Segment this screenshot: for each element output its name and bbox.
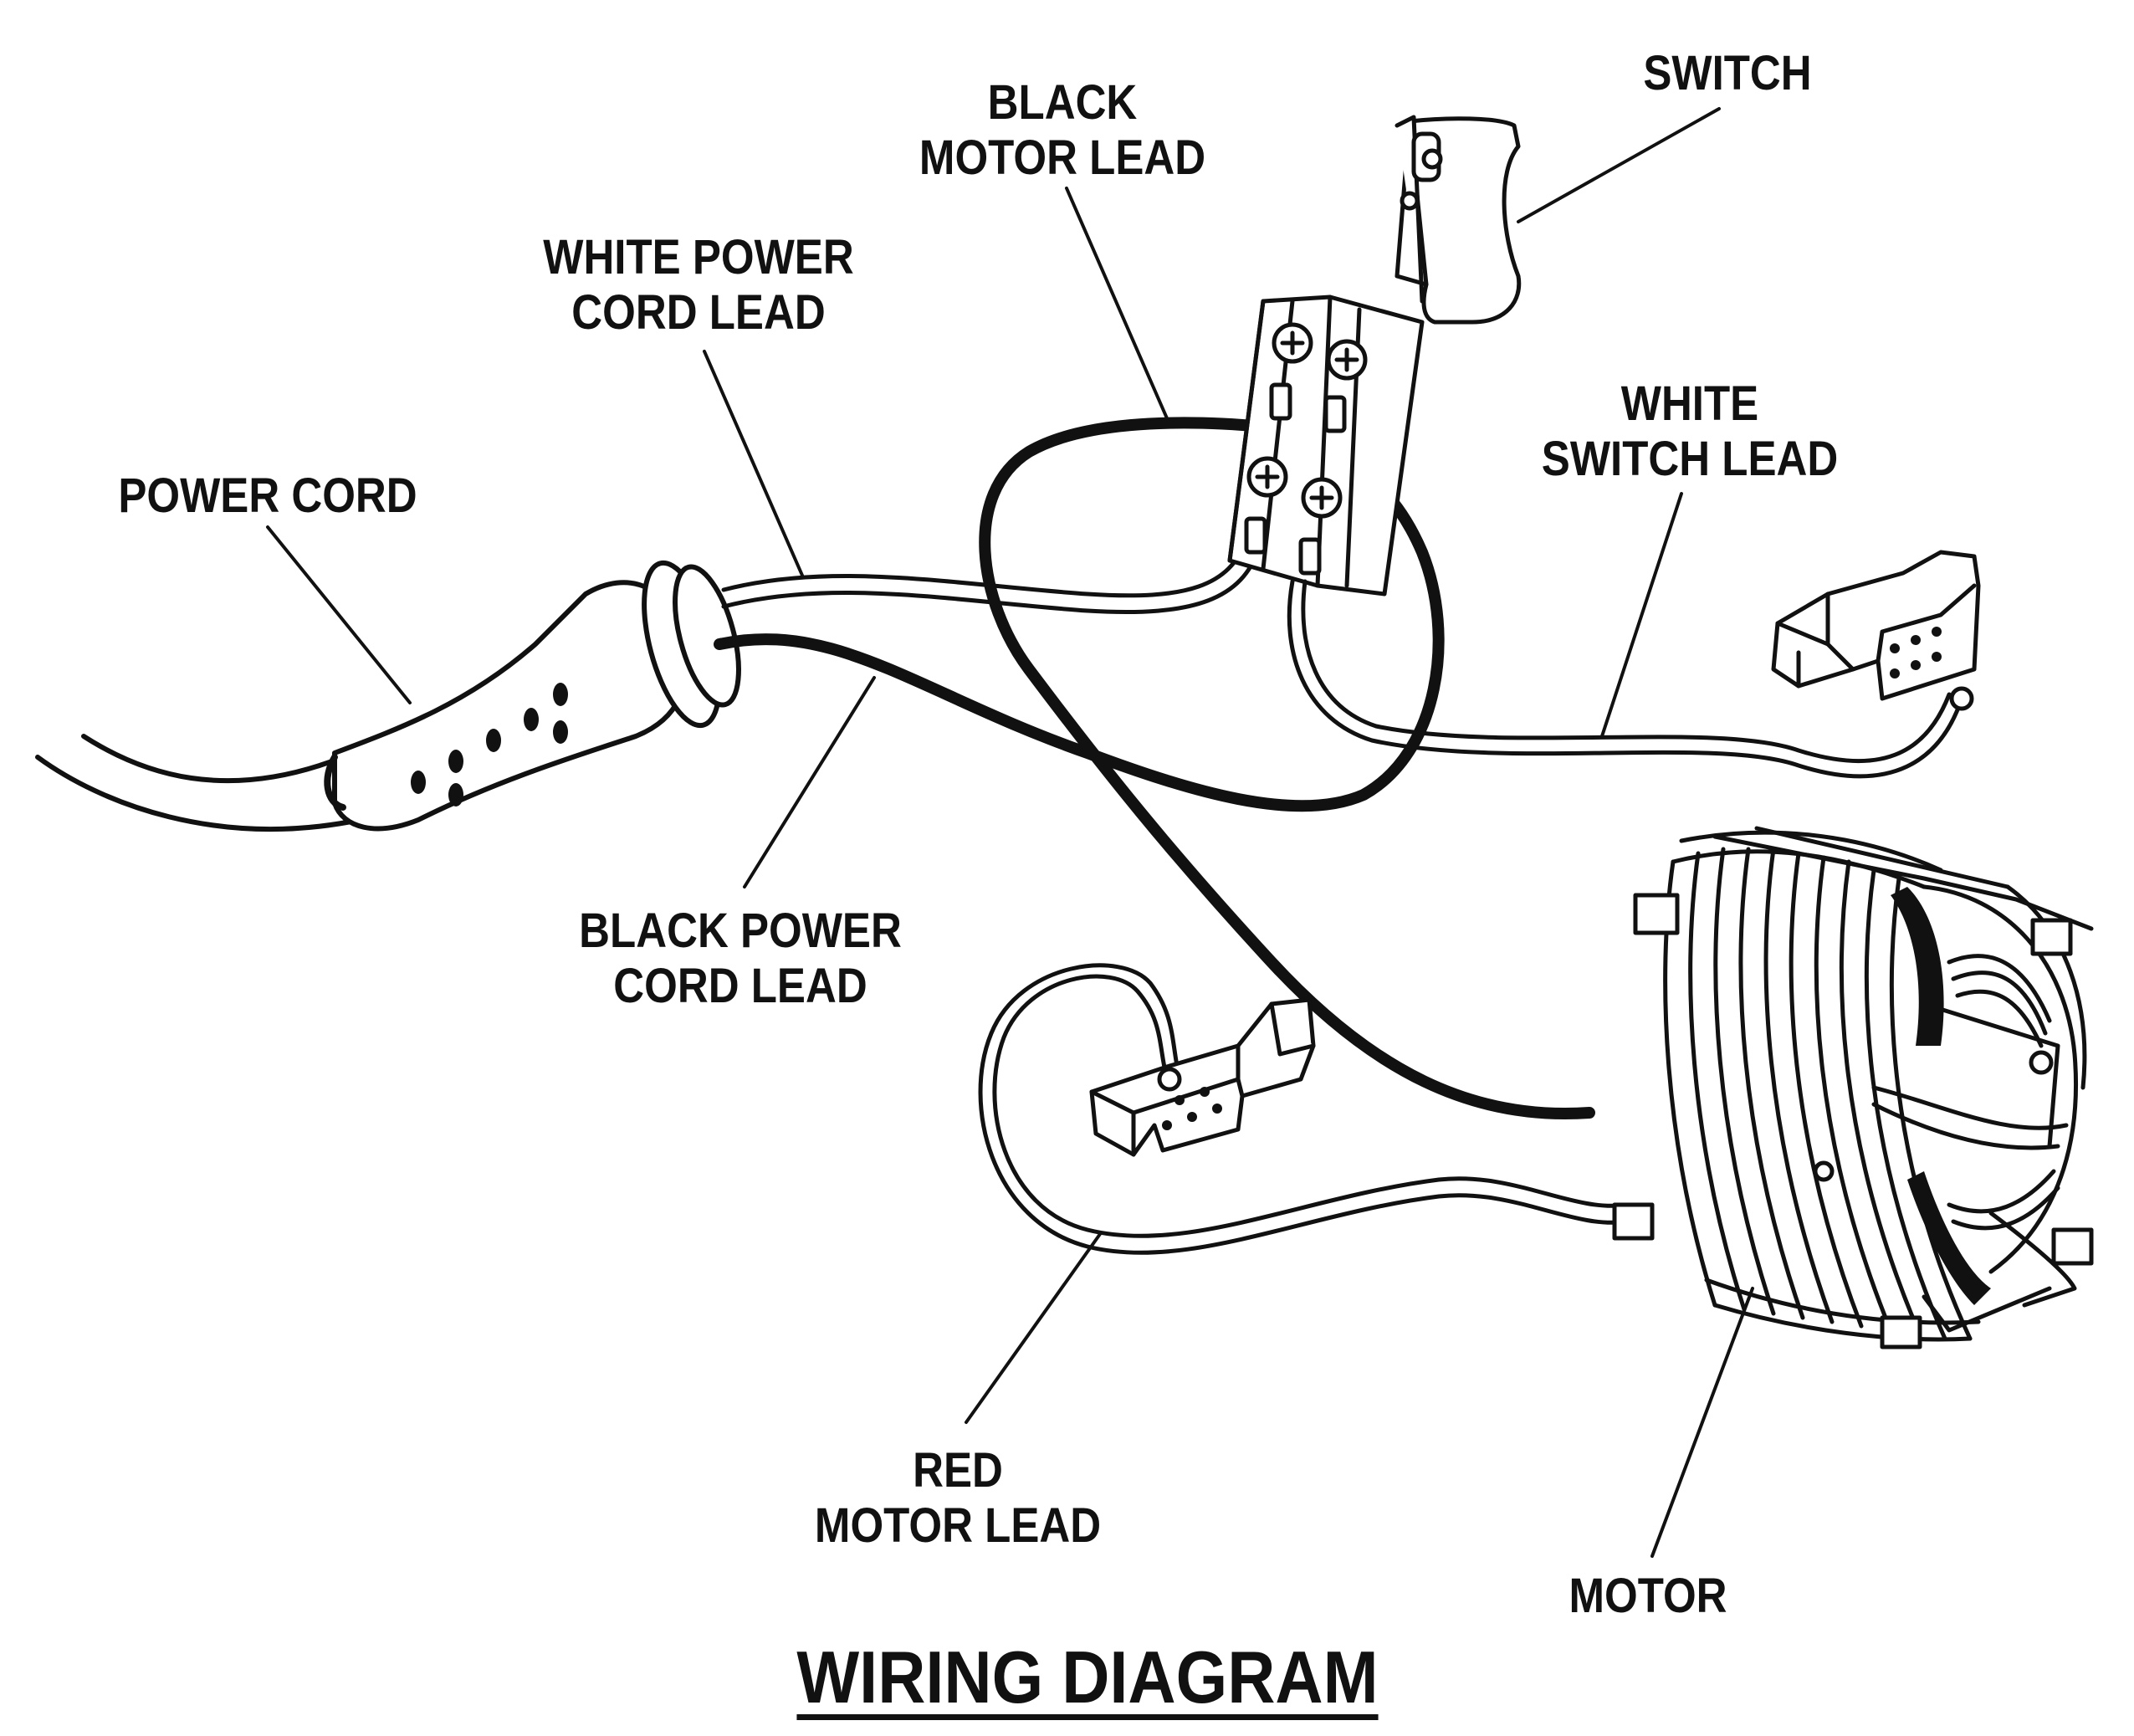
switch-body <box>1227 115 1522 597</box>
leader-red-motor-lead <box>965 1232 1102 1424</box>
black-motor-lead <box>979 417 1595 1119</box>
label-red-motor-lead-line1: RED <box>913 1443 1003 1498</box>
leader-power-cord <box>266 525 412 704</box>
motor-field <box>1612 826 2094 1349</box>
label-motor: MOTOR <box>1553 1569 1744 1624</box>
leader-motor <box>1650 1287 1754 1558</box>
motor-lead-connector <box>1089 997 1316 1157</box>
label-white-power-cord-lead: WHITE POWER CORD LEAD <box>533 230 864 341</box>
label-white-switch-lead: WHITE SWITCH LEAD <box>1535 376 1845 487</box>
label-switch-line1: SWITCH <box>1643 46 1812 100</box>
leader-black-power-cord-lead <box>743 676 876 888</box>
label-black-motor-lead: BLACK MOTOR LEAD <box>915 75 1210 186</box>
label-white-switch-lead-line2: SWITCH LEAD <box>1541 432 1839 486</box>
grip-dimples <box>411 683 568 807</box>
black-power-cord-lead <box>714 450 1445 812</box>
leader-black-motor-lead <box>1065 187 1169 420</box>
white-power-cord-lead <box>721 537 1261 615</box>
switch-lead-connector-holes <box>1890 627 1942 679</box>
label-white-power-cord-lead-line2: CORD LEAD <box>571 285 826 340</box>
label-white-power-cord-lead-line1: WHITE POWER <box>543 230 854 284</box>
label-red-motor-lead: RED MOTOR LEAD <box>811 1443 1105 1554</box>
label-white-switch-lead-line1: WHITE <box>1620 376 1759 431</box>
label-black-motor-lead-line1: BLACK <box>987 75 1138 130</box>
label-black-power-cord-lead-line1: BLACK POWER <box>579 904 902 958</box>
label-power-cord-line1: POWER CORD <box>118 469 417 523</box>
label-black-motor-lead-line2: MOTOR LEAD <box>919 131 1206 185</box>
power-cord <box>35 734 362 832</box>
switch-screws <box>1244 322 1368 576</box>
white-switch-lead <box>1287 579 1964 779</box>
label-black-power-cord-lead: BLACK POWER CORD LEAD <box>575 904 906 1014</box>
leader-white-switch-lead <box>1600 492 1683 738</box>
leader-switch <box>1517 107 1721 223</box>
motor-lead-connector-holes <box>1162 1087 1222 1130</box>
cord-grip <box>324 560 741 832</box>
motor-dark-shading <box>1891 887 1991 1305</box>
label-motor-line1: MOTOR <box>1569 1569 1727 1623</box>
label-black-power-cord-lead-line2: CORD LEAD <box>613 959 867 1013</box>
leader-white-power-cord-lead <box>703 350 805 579</box>
label-switch: SWITCH <box>1632 46 1824 101</box>
label-red-motor-lead-line2: MOTOR LEAD <box>814 1498 1102 1553</box>
red-motor-lead <box>978 963 1630 1255</box>
diagram-title: WIRING DIAGRAM <box>796 1636 1379 1718</box>
switch-lead-connector <box>1771 550 1981 711</box>
leader-lines <box>266 107 1754 1558</box>
label-power-cord: POWER CORD <box>105 469 429 524</box>
